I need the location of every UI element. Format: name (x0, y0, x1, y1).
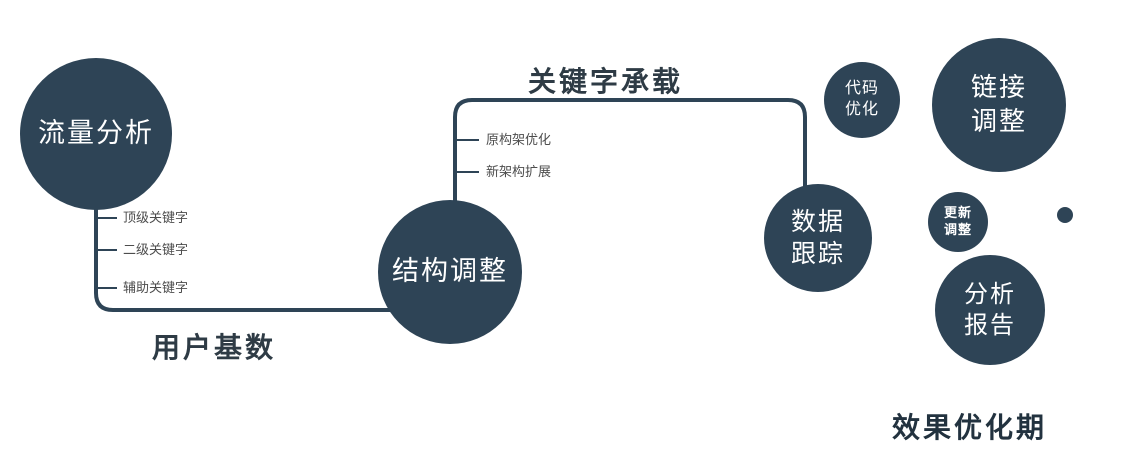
edge-label-keyword-bearing: 关键字承载 (528, 66, 684, 97)
edge-structure-to-tracking (453, 98, 807, 206)
node-update-adjustment-line2: 调整 (943, 222, 972, 237)
node-traffic-analysis-label: 流量分析 (38, 118, 154, 149)
node-analysis-report-line1: 分析 (964, 280, 1016, 308)
edge-traffic-to-structure (94, 190, 410, 312)
node-data-tracking-line1: 数据 (790, 207, 845, 236)
node-link-adjustment: 链接 调整 (932, 38, 1066, 172)
node-analysis-report: 分析 报告 (935, 255, 1045, 365)
branch-label-original-architecture: 原构架优化 (486, 132, 552, 147)
node-link-adjustment-line2: 调整 (970, 106, 1027, 136)
branch-label-new-architecture: 新架构扩展 (486, 164, 552, 179)
node-code-optimization: 代码 优化 (824, 62, 900, 138)
node-update-adjustment-line1: 更新 (943, 205, 972, 221)
branch-label-auxiliary-keywords: 辅助关键字 (123, 280, 189, 295)
node-analysis-report-line2: 报告 (964, 312, 1016, 339)
node-small-dot (1057, 207, 1073, 223)
branch-label-top-keywords: 顶级关键字 (123, 210, 189, 225)
node-code-optimization-line1: 代码 (844, 80, 879, 98)
caption-effect-optimization-period: 效果优化期 (892, 412, 1048, 443)
node-structure-adjustment-label: 结构调整 (392, 256, 508, 287)
node-structure-adjustment: 结构调整 (378, 200, 522, 344)
node-traffic-analysis: 流量分析 (20, 58, 172, 210)
branch-label-secondary-keywords: 二级关键字 (123, 242, 189, 257)
node-code-optimization-line2: 优化 (844, 101, 879, 118)
node-update-adjustment: 更新 调整 (928, 192, 988, 252)
edge-label-user-base: 用户基数 (152, 332, 277, 363)
node-link-adjustment-line1: 链接 (970, 72, 1027, 103)
node-data-tracking-line2: 跟踪 (790, 240, 845, 268)
node-data-tracking: 数据 跟踪 (764, 184, 872, 292)
